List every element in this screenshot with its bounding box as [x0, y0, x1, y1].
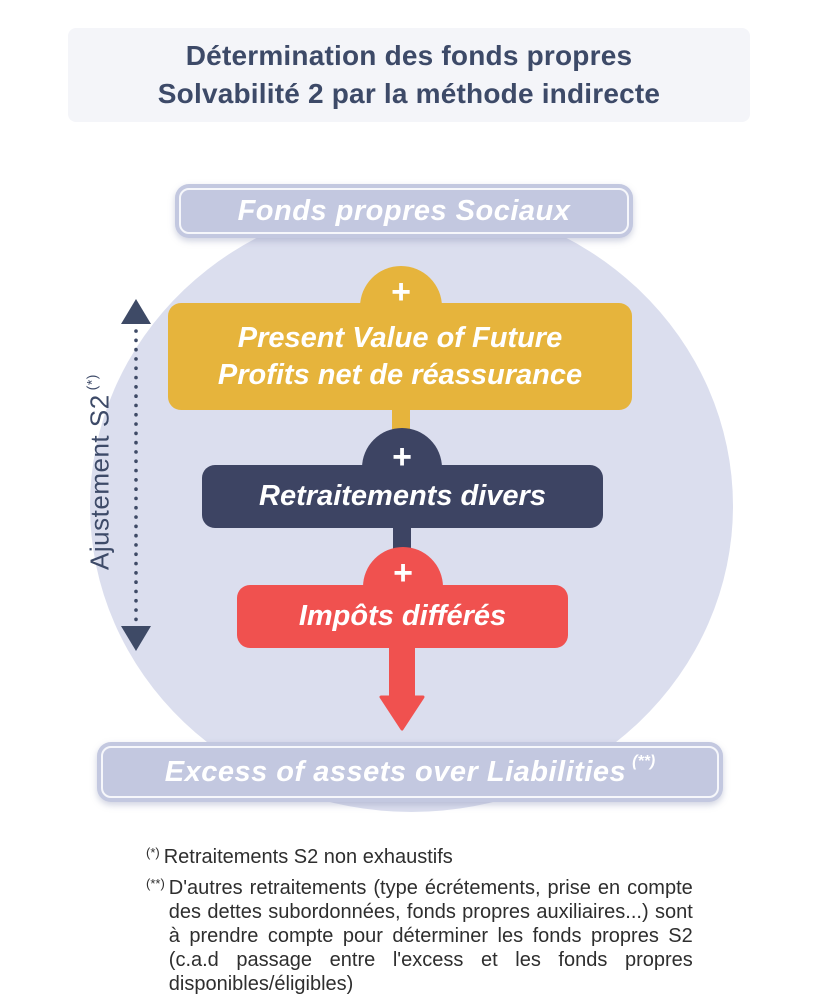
- title-card: Détermination des fonds propres Solvabil…: [68, 28, 750, 122]
- pill-footnote-marker: (**): [632, 753, 656, 770]
- node-label-line-2: Profits net de réassurance: [217, 358, 583, 391]
- plus-icon: +: [391, 273, 411, 311]
- footnote-2: (**) D'autres retraitements (type écréte…: [146, 876, 694, 996]
- node-fonds-propres-sociaux: Fonds propres Sociaux: [175, 184, 633, 238]
- pill-label: Excess of assets over Liabilities: [164, 755, 627, 788]
- footnotes: (*) Retraitements S2 non exhaustifs (**)…: [146, 845, 694, 1000]
- footnote-1-marker: (*): [146, 845, 160, 860]
- footnote-2-text: D'autres retraitements (type écrétements…: [168, 877, 693, 995]
- double-arrow-icon: [121, 299, 151, 651]
- node-retraitements-divers: Retraitements divers: [202, 465, 603, 528]
- footnote-2-marker: (**): [146, 876, 165, 891]
- page-title-line-1: Détermination des fonds propres: [185, 40, 633, 71]
- node-impots-differes: Impôts différés: [237, 585, 568, 648]
- page-title-line-2: Solvabilité 2 par la méthode indirecte: [157, 78, 661, 109]
- side-label-text: Ajustement S2: [84, 394, 115, 570]
- connector-navy-stem: [393, 524, 411, 552]
- node-present-value-of-future-profits: Present Value of Future Profits net de r…: [168, 303, 632, 410]
- pill-label: Fonds propres Sociaux: [237, 194, 571, 227]
- plus-icon: +: [392, 438, 412, 476]
- node-label-line-1: Present Value of Future: [237, 321, 563, 354]
- side-label-footnote-marker: (*): [83, 374, 100, 391]
- connector-yellow-stem: [392, 405, 410, 435]
- footnote-1: (*) Retraitements S2 non exhaustifs: [146, 845, 694, 869]
- node-label: Retraitements divers: [259, 480, 546, 512]
- down-arrow-icon: [379, 644, 425, 731]
- node-label: Impôts différés: [298, 600, 507, 632]
- footnote-1-text: Retraitements S2 non exhaustifs: [163, 846, 453, 868]
- side-label-ajustement-s2: Ajustement S2 (*): [83, 374, 116, 570]
- plus-icon: +: [393, 554, 413, 592]
- node-excess-of-assets-over-liabilities: Excess of assets over Liabilities (**): [97, 742, 723, 802]
